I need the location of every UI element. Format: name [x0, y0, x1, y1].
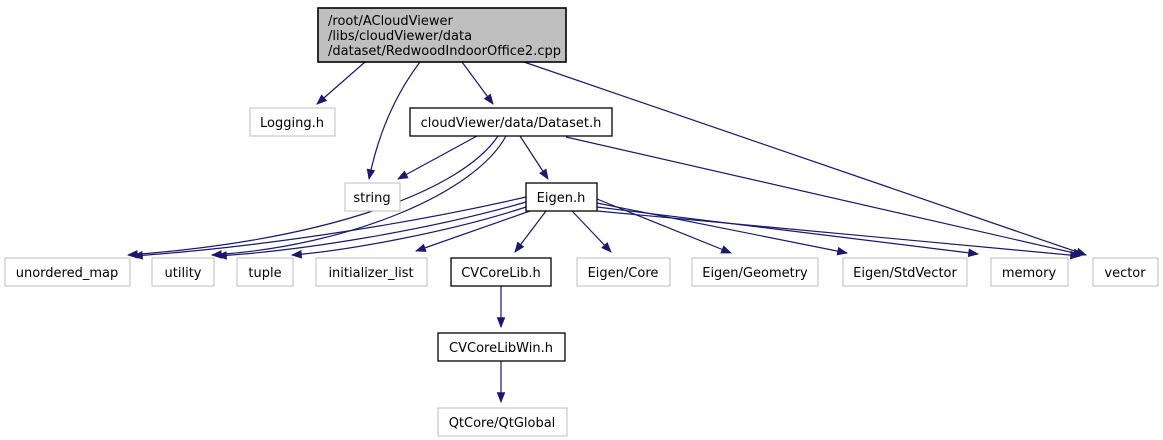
node-utility: utility [151, 257, 215, 287]
edge-eigen-h-to-eigen-core [571, 210, 612, 253]
edge-dataset-h-to-utility [210, 135, 507, 259]
edge-layer [126, 61, 1088, 404]
edge-eigen-h-to-tuple [290, 206, 527, 259]
node-vector-box [1092, 257, 1159, 287]
edge-eigen-h-to-unordered-map [131, 196, 527, 260]
node-initializer-list: initializer_list [315, 257, 428, 287]
node-logging-h-box [249, 107, 336, 137]
node-eigen-core-label: Eigen/Core [588, 266, 659, 281]
node-eigen-geometry: Eigen/Geometry [691, 257, 819, 287]
node-eigen-stdvector: Eigen/StdVector [842, 257, 968, 287]
edge-eigen-h-to-cvcorelib-h [514, 210, 547, 253]
node-tuple-box [236, 257, 294, 287]
edge-cpp-to-vector [523, 61, 1088, 256]
edge-eigen-h-to-initializer-list [414, 210, 531, 252]
node-eigen-core-box [576, 257, 671, 287]
node-dataset-h[interactable]: cloudViewer/data/Dataset.h [409, 107, 613, 137]
node-utility-label: utility [165, 266, 202, 281]
node-cvcorelib-h-box[interactable] [450, 257, 552, 287]
node-unordered-map: unordered_map [4, 257, 131, 287]
edge-eigen-h-to-utility [215, 201, 527, 260]
node-cpp-label-line1: /root/ACloudViewer [328, 14, 453, 29]
node-memory-box [990, 257, 1069, 287]
node-cpp-box [317, 7, 567, 63]
node-eigen-geometry-label: Eigen/Geometry [702, 266, 808, 281]
node-vector: vector [1092, 257, 1159, 287]
node-eigen-geometry-box [691, 257, 819, 287]
edge-eigen-h-to-vector [596, 210, 1082, 260]
node-vector-label: vector [1104, 266, 1146, 281]
node-eigen-h-label: Eigen.h [537, 191, 586, 206]
node-cpp-label-line3: /dataset/RedwoodIndoorOffice2.cpp [328, 44, 561, 59]
node-utility-box [151, 257, 215, 287]
edge-dataset-h-to-unordered-map [126, 135, 499, 259]
node-tuple: tuple [236, 257, 294, 287]
node-eigen-h[interactable]: Eigen.h [525, 182, 598, 212]
edge-eigen-h-to-memory [596, 206, 980, 258]
edge-dataset-h-to-vector [565, 136, 1085, 258]
node-cvcorelibwin-h-box[interactable] [437, 332, 566, 362]
node-logging-h-label: Logging.h [260, 116, 324, 131]
node-cvcorelib-h-label: CVCoreLib.h [461, 266, 541, 281]
node-qtcore-qtglobal-label: QtCore/QtGlobal [449, 416, 556, 431]
edge-dataset-h-to-eigen-h [519, 135, 549, 180]
node-dataset-h-label: cloudViewer/data/Dataset.h [421, 116, 602, 131]
node-cpp-current-file: /root/ACloudViewer /libs/cloudViewer/dat… [317, 7, 567, 63]
node-cvcorelibwin-h[interactable]: CVCoreLibWin.h [437, 332, 566, 362]
edge-dataset-h-to-string [397, 135, 478, 180]
node-memory: memory [990, 257, 1069, 287]
edge-cpp-to-dataset-h [461, 61, 494, 105]
edge-cpp-to-logging-h [316, 61, 366, 105]
node-cpp-label-line2: /libs/cloudViewer/data [328, 29, 472, 44]
node-unordered-map-label: unordered_map [16, 266, 119, 281]
node-eigen-core: Eigen/Core [576, 257, 671, 287]
node-eigen-stdvector-box [842, 257, 968, 287]
node-tuple-label: tuple [248, 266, 281, 281]
node-string: string [344, 182, 401, 212]
edge-cpp-to-string [366, 61, 421, 181]
node-dataset-h-box[interactable] [409, 107, 613, 137]
node-eigen-h-box[interactable] [525, 182, 598, 212]
edge-eigen-h-to-eigen-stdvector [596, 202, 849, 256]
node-cvcorelibwin-h-label: CVCoreLibWin.h [449, 341, 553, 356]
node-qtcore-qtglobal: QtCore/QtGlobal [437, 407, 568, 437]
node-initializer-list-box [315, 257, 428, 287]
node-eigen-stdvector-label: Eigen/StdVector [853, 266, 957, 281]
node-string-label: string [353, 191, 390, 206]
node-unordered-map-box [4, 257, 131, 287]
node-string-box [344, 182, 401, 212]
node-memory-label: memory [1002, 266, 1057, 281]
node-qtcore-qtglobal-box [437, 407, 568, 437]
node-cvcorelib-h[interactable]: CVCoreLib.h [450, 257, 552, 287]
node-initializer-list-label: initializer_list [328, 266, 413, 281]
node-logging-h: Logging.h [249, 107, 336, 137]
